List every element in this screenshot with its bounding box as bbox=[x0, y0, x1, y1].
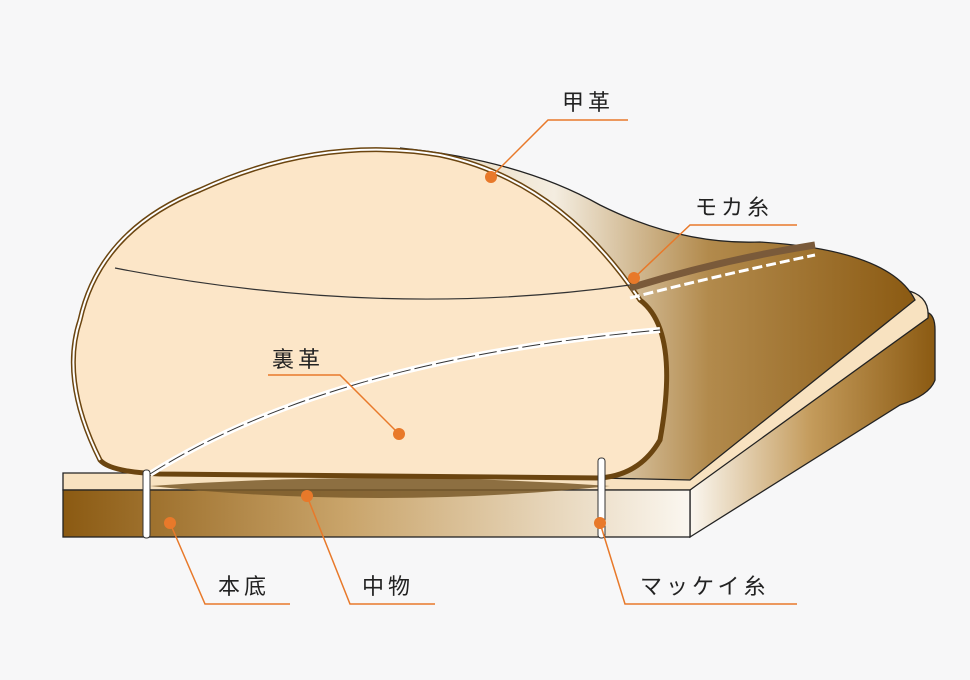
moc-seam bbox=[628, 241, 816, 292]
label-upper-leather: 甲革 bbox=[562, 91, 615, 116]
label-mckay-thread: マッケイ糸 bbox=[640, 575, 770, 600]
leader-lines bbox=[169, 119, 797, 605]
label-filler: 中物 bbox=[362, 575, 415, 600]
filler bbox=[150, 478, 610, 498]
label-moc-thread: モカ糸 bbox=[695, 196, 774, 221]
label-outsole: 本底 bbox=[218, 575, 271, 600]
leader-dots bbox=[164, 171, 640, 529]
label-lining-leather: 裏革 bbox=[272, 348, 325, 373]
